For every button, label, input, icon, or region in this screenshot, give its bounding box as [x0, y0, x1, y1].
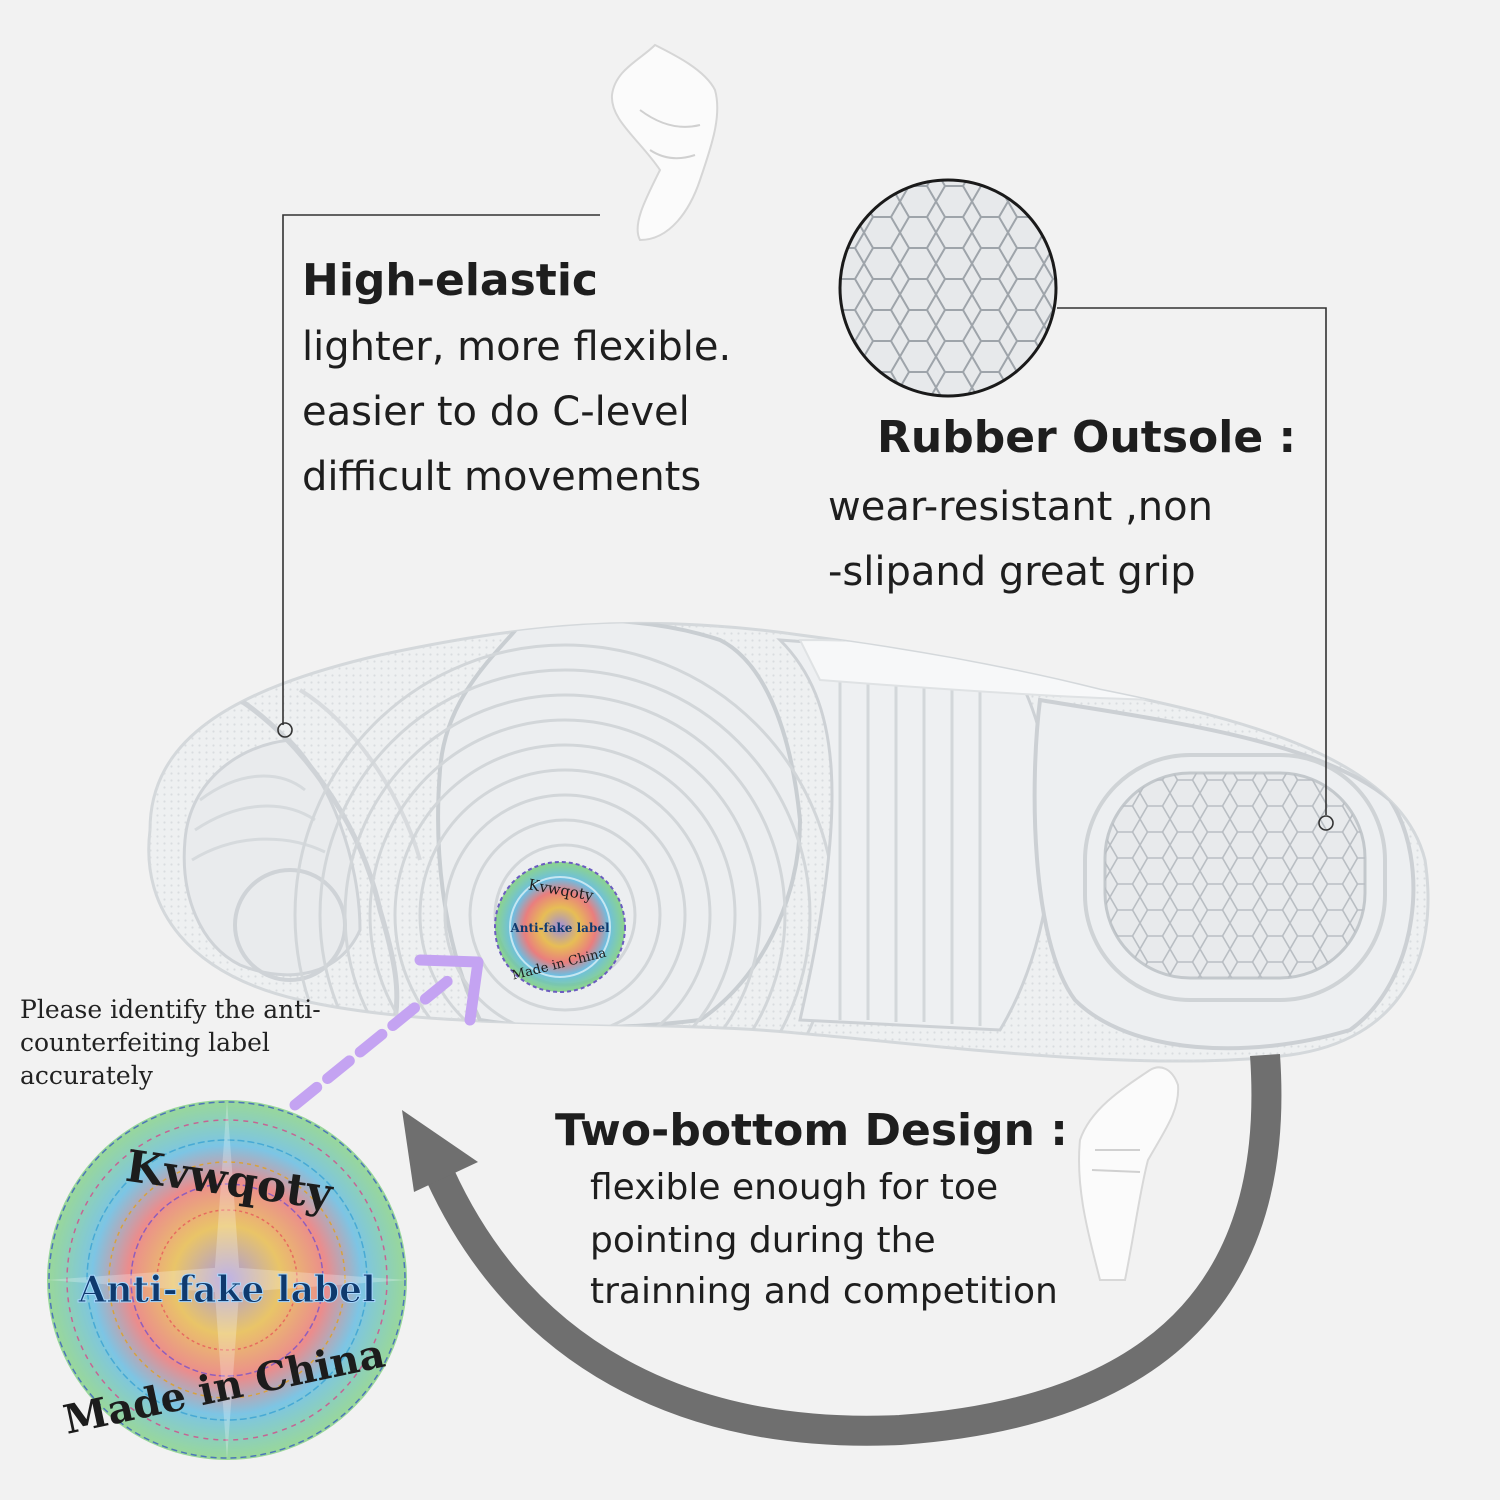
seal-large-label: Anti-fake label — [77, 1269, 375, 1311]
two-bottom-line-1: flexible enough for toe — [590, 1167, 999, 1208]
two-bottom-line-3: trainning and competition — [590, 1271, 1058, 1312]
rubber-outsole-line-1: wear-resistant ,non — [828, 484, 1213, 530]
rubber-outsole-title: Rubber Outsole : — [877, 412, 1297, 463]
anti-fake-seal-small — [494, 861, 626, 993]
leader-line-high-elastic — [277, 214, 600, 738]
anti-fake-note-line-1: Please identify the anti- — [20, 995, 321, 1024]
high-elastic-line-1: lighter, more flexible. — [302, 324, 732, 370]
two-bottom-line-2: pointing during the — [590, 1220, 936, 1261]
two-bottom-title: Two-bottom Design : — [555, 1105, 1068, 1156]
high-elastic-title: High-elastic — [302, 255, 598, 306]
high-elastic-line-3: difficult movements — [302, 454, 702, 500]
mini-shoe-top — [610, 43, 719, 242]
shoe-sole — [147, 621, 1430, 1063]
seal-small-label: Anti-fake label — [509, 921, 610, 935]
mini-shoe-right — [1078, 1066, 1180, 1281]
rubber-outsole-line-2: -slipand great grip — [828, 549, 1196, 595]
curved-arrow — [402, 1053, 1282, 1446]
dashed-arrow — [289, 954, 484, 1111]
anti-fake-seal-large — [47, 1100, 407, 1460]
outsole-zoom-circle — [838, 178, 1058, 398]
anti-fake-note-line-2: counterfeiting label — [20, 1028, 270, 1057]
high-elastic-line-2: easier to do C-level — [302, 389, 690, 435]
leader-line-rubber-outsole — [1057, 307, 1334, 831]
anti-fake-note-line-3: accurately — [20, 1061, 153, 1090]
